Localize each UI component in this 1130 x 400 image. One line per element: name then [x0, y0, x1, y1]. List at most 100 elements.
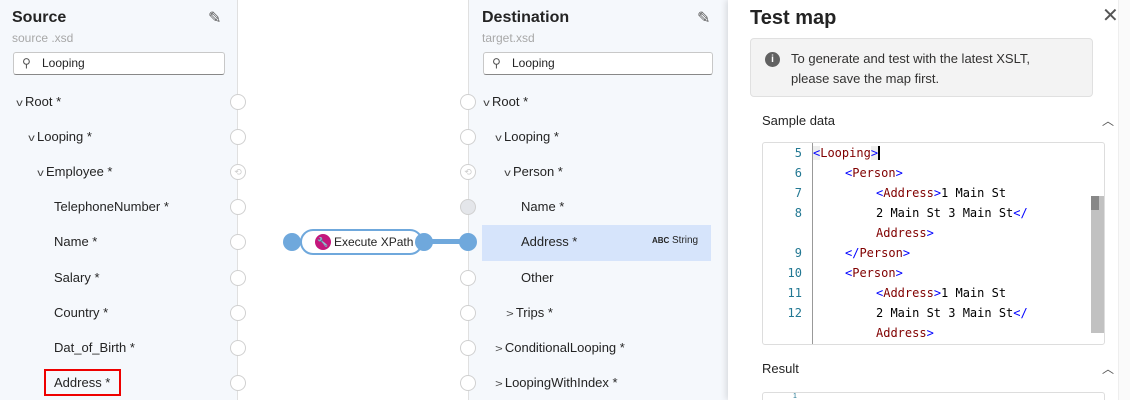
selected-row-highlight: ABC String: [482, 225, 711, 261]
dest-connection-handle[interactable]: ⟲: [460, 164, 476, 180]
collapse-chevron-up-icon[interactable]: ︿: [1102, 114, 1115, 128]
chevron-down-icon[interactable]: v: [28, 133, 35, 144]
destination-subtitle: target.xsd: [482, 31, 535, 45]
item-label: Looping *: [504, 129, 559, 144]
destination-search-input[interactable]: ⚲ Looping: [483, 52, 713, 75]
result-editor[interactable]: 1: [762, 392, 1105, 400]
type-badge: ABC: [652, 236, 670, 245]
line-number: 6: [794, 166, 802, 180]
code-line: Address>: [876, 226, 934, 240]
code-line: <Person>: [845, 266, 903, 280]
item-label: Person *: [513, 164, 563, 179]
dest-connection-handle[interactable]: [460, 270, 476, 286]
dest-item-other[interactable]: Other: [521, 270, 554, 285]
source-connection-handle[interactable]: [230, 94, 246, 110]
edit-pencil-icon[interactable]: ✎: [208, 10, 222, 27]
chevron-down-icon[interactable]: v: [495, 133, 502, 144]
source-connection-handle[interactable]: [230, 234, 246, 250]
code-line: Address>: [876, 326, 934, 340]
code-line: <Person>: [845, 166, 903, 180]
dest-connection-handle[interactable]: [460, 199, 476, 215]
info-line: To generate and test with the latest XSL…: [791, 51, 1030, 66]
highlight-box: [44, 369, 121, 396]
search-icon: ⚲: [22, 56, 31, 70]
line-number: 5: [794, 146, 802, 160]
dest-connection-handle[interactable]: [460, 129, 476, 145]
type-label: String: [672, 235, 699, 246]
tree-item-address[interactable]: Address *: [54, 375, 111, 390]
test-map-panel: Test map ✕ i To generate and test with t…: [728, 0, 1130, 400]
source-connection-handle[interactable]: [230, 129, 246, 145]
result-label: Result: [762, 361, 799, 376]
code-line: <Address>1 Main St: [876, 186, 1007, 200]
wrench-icon: 🔧: [315, 234, 331, 250]
source-connection-handle[interactable]: ⟲: [230, 164, 246, 180]
chevron-down-icon[interactable]: v: [37, 168, 44, 179]
code-line: 2 Main St 3 Main St</: [876, 206, 1028, 220]
line-number: 1: [793, 393, 797, 400]
editor-scrollbar[interactable]: [1091, 196, 1104, 333]
chevron-right-icon[interactable]: >: [506, 309, 514, 320]
chevron-right-icon[interactable]: >: [495, 344, 503, 355]
function-output-handle[interactable]: [415, 233, 433, 251]
chevron-down-icon[interactable]: v: [483, 98, 490, 109]
dest-item-trips[interactable]: >Trips *: [506, 304, 553, 324]
panel-edge: [1118, 0, 1130, 400]
info-line: please save the map first.: [791, 71, 940, 86]
tree-item-telephone[interactable]: TelephoneNumber *: [54, 199, 169, 214]
function-input-handle[interactable]: [283, 233, 301, 251]
edit-pencil-icon[interactable]: ✎: [697, 10, 711, 27]
dest-item-name[interactable]: Name *: [521, 199, 565, 214]
source-connection-handle[interactable]: [230, 305, 246, 321]
line-number: 9: [794, 246, 802, 260]
info-message: i To generate and test with the latest X…: [750, 38, 1093, 97]
line-number: 10: [787, 266, 802, 280]
tree-item-dob[interactable]: Dat_of_Birth *: [54, 340, 135, 355]
line-number: 7: [794, 186, 802, 200]
scrollbar-thumb[interactable]: [1091, 196, 1099, 210]
source-subtitle: source .xsd: [12, 31, 74, 45]
close-icon[interactable]: ✕: [1102, 5, 1119, 27]
dest-item-address[interactable]: Address *: [521, 234, 578, 249]
tree-item-country[interactable]: Country *: [54, 305, 109, 320]
dest-connection-handle[interactable]: [460, 94, 476, 110]
chevron-right-icon[interactable]: >: [495, 379, 503, 390]
chevron-down-icon[interactable]: v: [504, 168, 511, 179]
execute-xpath-node[interactable]: 🔧 Execute XPath: [300, 229, 423, 255]
source-search-input[interactable]: ⚲ Looping: [13, 52, 225, 75]
info-icon: i: [765, 52, 780, 67]
dest-connection-handle[interactable]: [460, 375, 476, 391]
dest-item-conditional-looping[interactable]: >ConditionalLooping *: [495, 339, 625, 359]
code-line: <Looping>: [813, 146, 881, 160]
test-map-title: Test map: [750, 7, 837, 29]
destination-address-handle[interactable]: [459, 233, 477, 251]
destination-title: Destination: [482, 9, 570, 26]
sample-data-label: Sample data: [762, 113, 835, 128]
source-connection-handle[interactable]: [230, 199, 246, 215]
item-label: ConditionalLooping *: [504, 340, 625, 355]
line-number: 8: [794, 206, 802, 220]
tree-item-name[interactable]: Name *: [54, 234, 98, 249]
dest-item-looping-with-index[interactable]: >LoopingWithIndex *: [495, 374, 617, 394]
search-icon: ⚲: [492, 56, 501, 70]
source-connection-handle[interactable]: [230, 340, 246, 356]
connection-line: [430, 239, 464, 244]
search-value: Looping: [512, 56, 555, 70]
code-line: <Address>1 Main St: [876, 286, 1007, 300]
function-label: Execute XPath: [334, 235, 414, 249]
chevron-down-icon[interactable]: v: [16, 98, 23, 109]
collapse-chevron-up-icon[interactable]: ︿: [1102, 362, 1115, 376]
dest-connection-handle[interactable]: [460, 340, 476, 356]
dest-connection-handle[interactable]: [460, 305, 476, 321]
source-connection-handle[interactable]: [230, 375, 246, 391]
source-connection-handle[interactable]: [230, 270, 246, 286]
tree-item-salary[interactable]: Salary *: [54, 270, 100, 285]
